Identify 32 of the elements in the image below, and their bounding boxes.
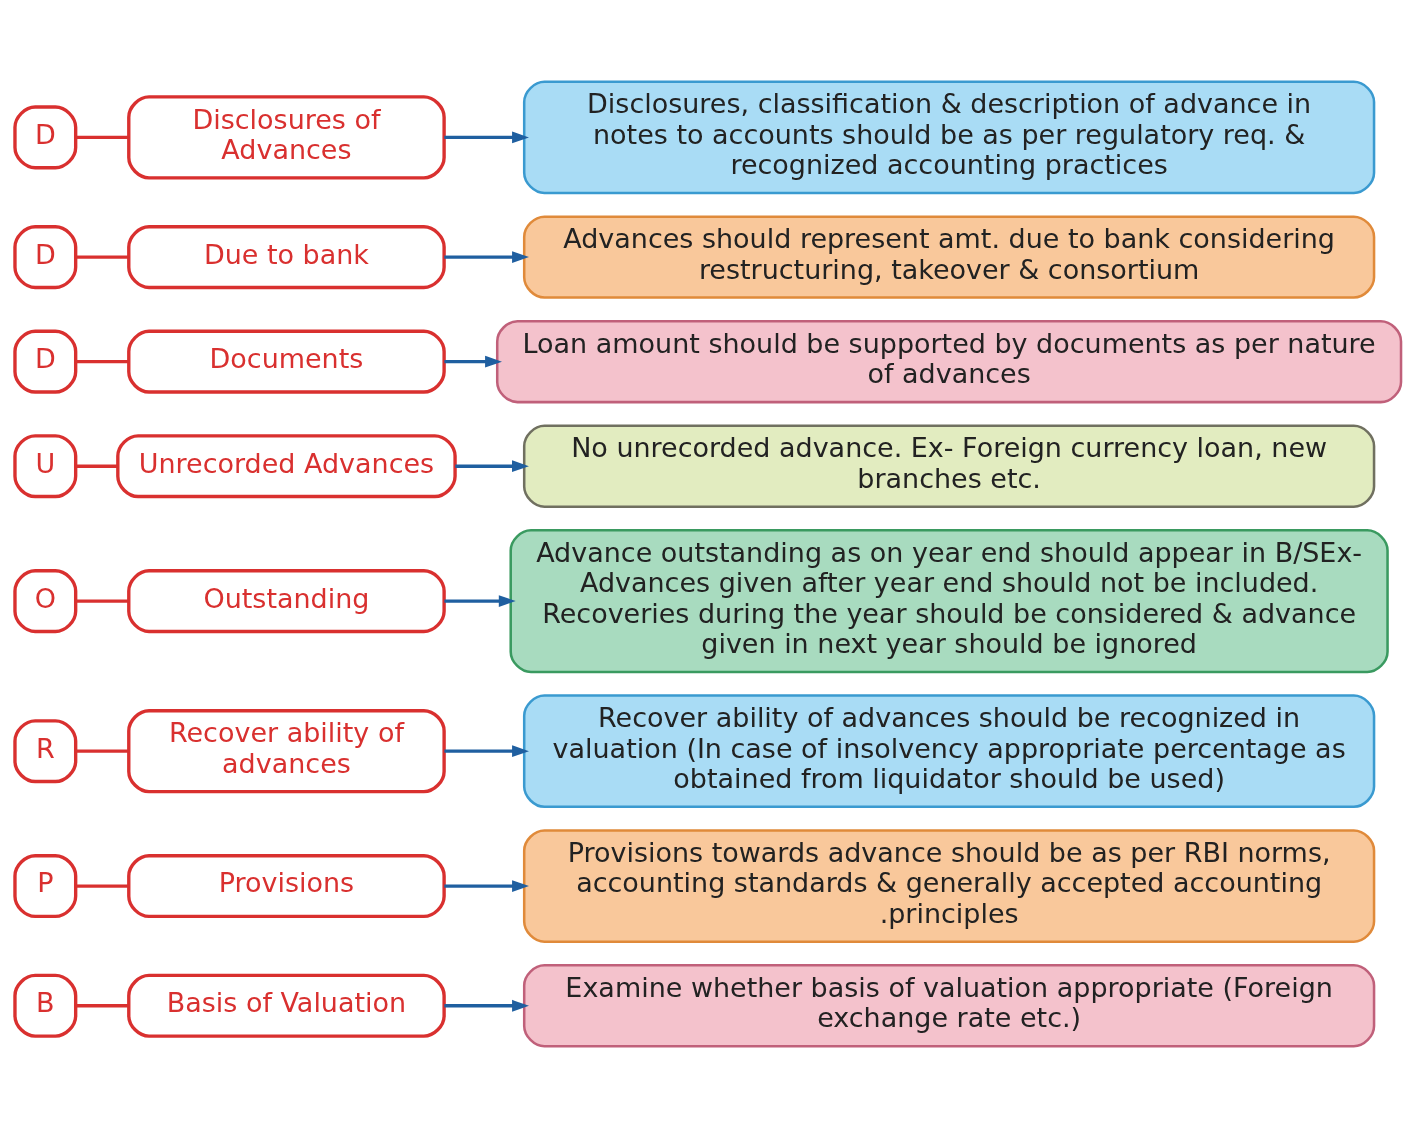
node-box: Due to bank <box>127 225 446 290</box>
connector <box>75 884 129 888</box>
arrow <box>455 460 529 473</box>
node-box: Provisions <box>127 854 446 919</box>
arrow <box>444 355 502 368</box>
arrow <box>444 880 529 892</box>
node-box: Recover ability of advances <box>127 709 446 794</box>
node-box: Advances should represent amt. due to bank considering restructuring, takeover & consortium <box>522 215 1376 299</box>
connector <box>75 135 129 140</box>
node-box: No unrecorded advance. Ex- Foreign currency loan, new branches etc. <box>522 424 1376 508</box>
connector <box>75 255 129 259</box>
node-box: Disclosures of Advances <box>127 95 446 180</box>
connector <box>75 464 118 468</box>
node-box: Unrecorded Advances <box>116 434 457 499</box>
node-box: Documents <box>127 329 446 394</box>
node-box: Examine whether basis of valuation appropriate (Foreign exchange rate etc.) <box>522 964 1376 1048</box>
arrow <box>444 595 516 607</box>
node-box: Outstanding <box>127 569 446 634</box>
arrow <box>444 131 529 144</box>
node-box: Loan amount should be supported by documents as per nature of advances <box>495 319 1403 404</box>
node-box: Provisions towards advance should be as per RBI norms, accounting standards & generally accepted accounting .principles <box>522 829 1376 943</box>
node-box: Recover ability of advances should be recognized in valuation (In case of insolvency appropriate percentage as obtained from liquidator should be used) <box>522 694 1376 809</box>
node-box: Basis of Valuation <box>127 973 446 1038</box>
connector <box>75 599 129 603</box>
arrow <box>444 745 529 758</box>
connector <box>75 359 129 364</box>
connector <box>75 1004 129 1008</box>
arrow <box>444 999 529 1012</box>
node-box: Disclosures, classification & description of advance in notes to accounts should be as per regulatory req. & recognized accounting practices <box>522 80 1376 195</box>
arrow <box>444 251 529 264</box>
node-box: Advance outstanding as on year end should appear in B/SEx- Advances given after year end should not be included. Recoveries during the year should be considered & advance given in next year should be ignored <box>509 529 1389 674</box>
connector <box>75 749 129 753</box>
